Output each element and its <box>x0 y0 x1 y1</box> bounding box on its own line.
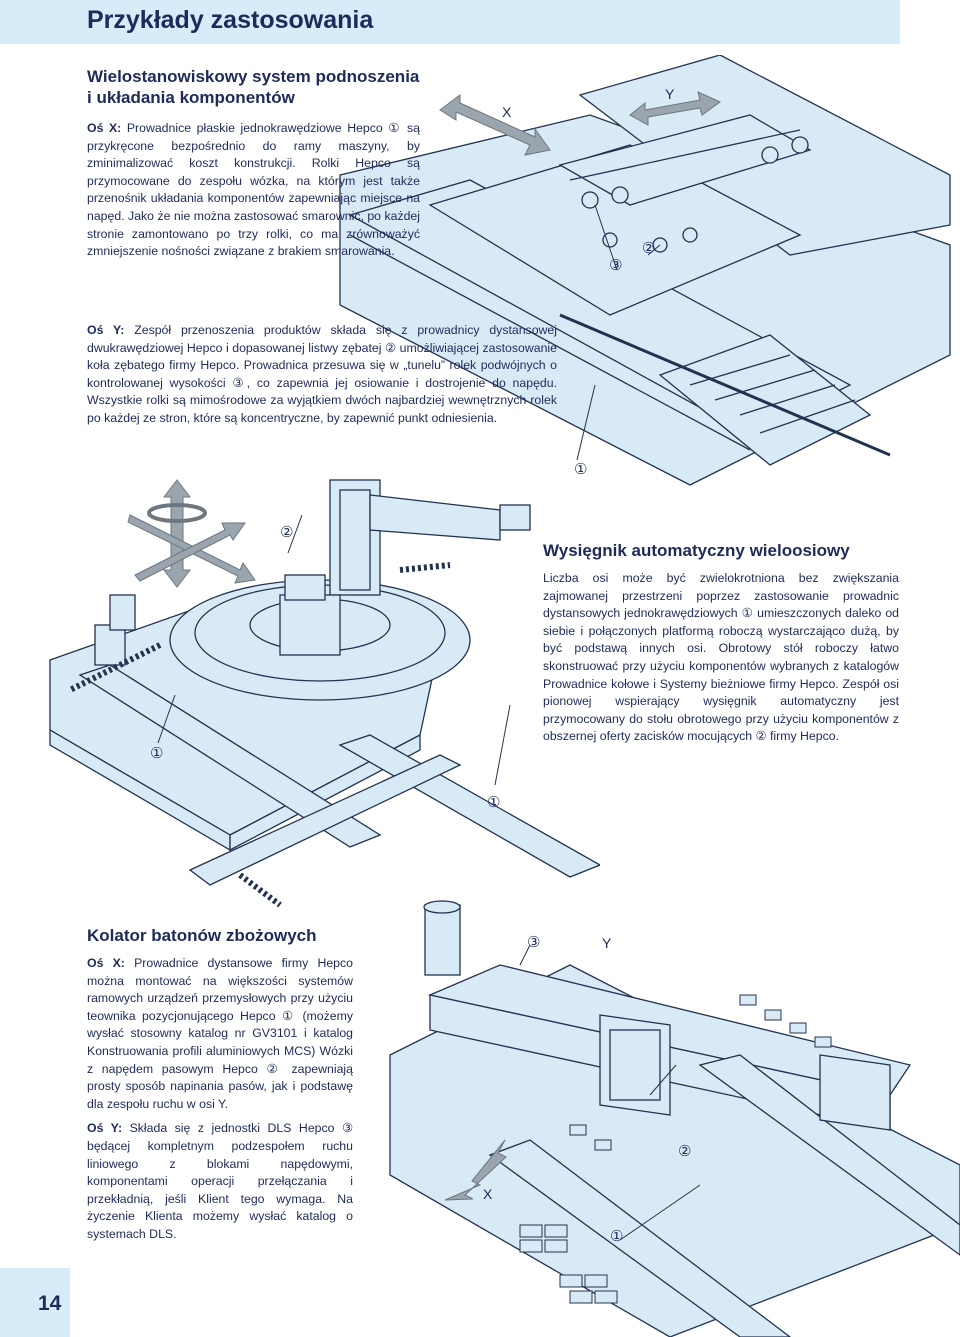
section1-title-line1: Wielostanowiskowy system podnoszenia <box>87 67 420 86</box>
section1-x-label: Oś X: <box>87 121 122 135</box>
fig2-callout-2: ② <box>280 523 294 541</box>
section1-body: Oś X: Prowadnice płaskie jednokrawędziow… <box>87 120 420 268</box>
fig3-y-label: Y <box>602 935 612 951</box>
section1-body-y: Oś Y: Zespół przenoszenia produktów skła… <box>87 322 557 435</box>
section1-y-text: Zespół przenoszenia produktów składa się… <box>87 323 557 425</box>
section3-y-label: Oś Y: <box>87 1121 123 1136</box>
section2-title: Wysięgnik automatyczny wieloosiowy <box>543 541 850 560</box>
section3-body: Oś X: Prowadnice dystansowe firmy Hepco … <box>87 955 353 1251</box>
fig3-callout-2: ② <box>678 1142 692 1160</box>
fig1-y-label: Y <box>665 86 675 102</box>
fig1-x-label: X <box>502 104 512 120</box>
section1-y-label: Oś Y: <box>87 323 125 337</box>
fig1-callout-1: ① <box>574 460 588 478</box>
fig1-callout-2: ② <box>642 239 656 257</box>
page-number-tab <box>0 1268 70 1337</box>
fig2-callout-1a: ① <box>150 744 164 762</box>
fig3-callout-3: ③ <box>527 933 541 951</box>
section3-title: Kolator batonów zbożowych <box>87 926 317 945</box>
section3-paragraph-y: Oś Y: Składa się z jednostki DLS Hepco ③… <box>87 1120 353 1243</box>
fig3-x-label: X <box>483 1186 493 1202</box>
fig2-callout-1b: ① <box>487 793 501 811</box>
section3-paragraph-x: Oś X: Prowadnice dystansowe firmy Hepco … <box>87 955 353 1113</box>
section1-x-text: Prowadnice płaskie jednokrawędziowe Hepc… <box>87 121 420 259</box>
page-number: 14 <box>38 1292 62 1315</box>
section3-y-text: Składa się z jednostki DLS Hepco ③ będąc… <box>87 1121 353 1241</box>
fig3-callout-1: ① <box>610 1227 624 1245</box>
section1-paragraph-y: Oś Y: Zespół przenoszenia produktów skła… <box>87 322 557 428</box>
figure-collator <box>370 895 960 1337</box>
section3-x-text: Prowadnice dystansowe firmy Hepco można … <box>87 956 353 1111</box>
page-title: Przykłady zastosowania <box>87 6 374 34</box>
section1-paragraph-x: Oś X: Prowadnice płaskie jednokrawędziow… <box>87 120 420 261</box>
section1-title-line2: i układania komponentów <box>87 88 295 107</box>
fig1-callout-3: ③ <box>609 256 623 274</box>
figure-robot-arm <box>40 475 600 915</box>
section2-body: Liczba osi może być zwielokrotniona bez … <box>543 570 899 753</box>
figure-lifting-system <box>330 55 955 495</box>
section3-x-label: Oś X: <box>87 956 125 970</box>
section1-title: Wielostanowiskowy system podnoszenia i u… <box>87 66 487 108</box>
header-bar <box>0 0 900 44</box>
section2-paragraph: Liczba osi może być zwielokrotniona bez … <box>543 571 899 744</box>
